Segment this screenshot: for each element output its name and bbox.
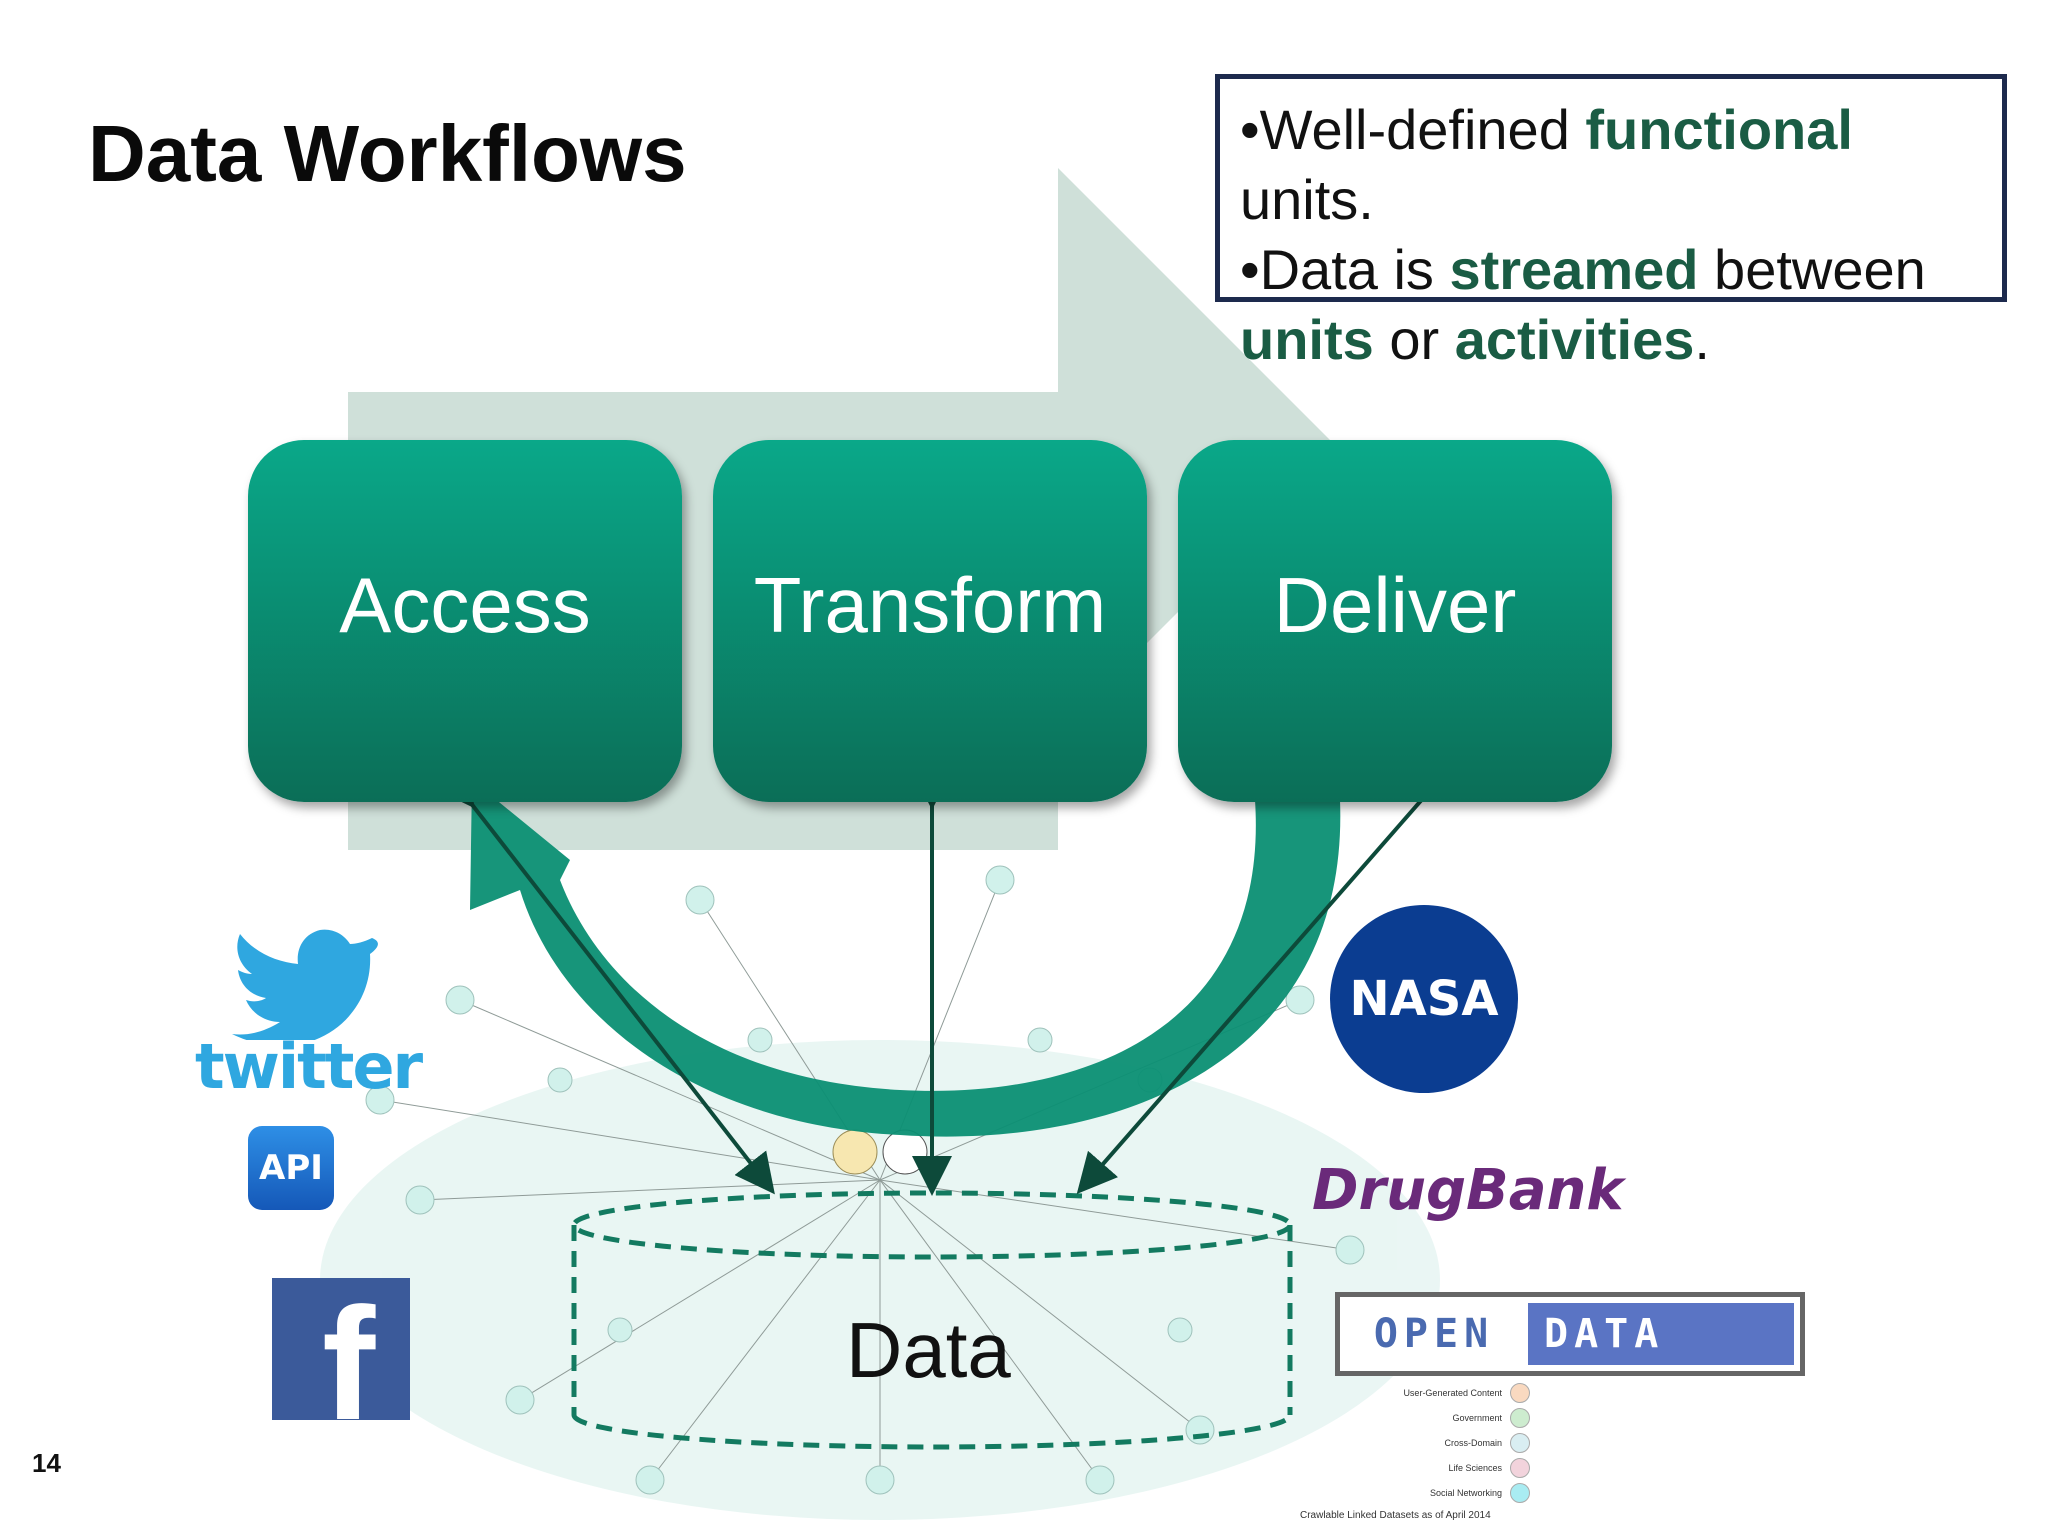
lod-legend-item: Cross-Domain bbox=[1300, 1430, 1530, 1455]
drugbank-logo: DrugBank bbox=[1312, 1158, 1624, 1223]
lod-legend-swatch bbox=[1510, 1482, 1530, 1503]
data-store-cylinder bbox=[571, 1190, 1293, 1450]
callout-box: •Well-defined functional units. •Data is… bbox=[1215, 74, 2007, 371]
open-data-logo: OPEN DATA bbox=[1335, 1292, 1805, 1376]
lod-legend-label: Government bbox=[1452, 1412, 1502, 1423]
lod-legend-label: Life Sciences bbox=[1448, 1462, 1502, 1473]
callout-line-3: units or activities. bbox=[1240, 308, 1710, 371]
lod-legend-swatch bbox=[1510, 1457, 1530, 1478]
twitter-bird-icon bbox=[232, 929, 378, 1040]
callout-line-2: •Data is streamed between bbox=[1240, 238, 1926, 301]
twitter-logo: twitter bbox=[195, 1030, 423, 1103]
lod-legend-swatch bbox=[1510, 1432, 1530, 1453]
nasa-logo: NASA bbox=[1330, 905, 1518, 1093]
lod-legend-item: Government bbox=[1300, 1405, 1530, 1430]
lod-legend-label: Cross-Domain bbox=[1444, 1437, 1502, 1448]
lod-legend-label: Social Networking bbox=[1429, 1487, 1502, 1498]
page-number: 14 bbox=[32, 1448, 61, 1478]
lod-legend-swatch bbox=[1510, 1382, 1530, 1403]
deliver-connector bbox=[1076, 750, 1469, 1195]
transform-box: Transform bbox=[713, 440, 1147, 802]
data-store-label: Data bbox=[846, 1306, 1011, 1394]
lod-legend-item: Life Sciences bbox=[1300, 1455, 1530, 1480]
deliver-box: Deliver bbox=[1178, 440, 1612, 802]
access-box: Access bbox=[248, 440, 682, 802]
api-icon: API bbox=[248, 1126, 334, 1210]
facebook-icon: f bbox=[272, 1278, 410, 1420]
lod-legend-item: User-Generated Content bbox=[1300, 1380, 1530, 1405]
lod-legend-swatch bbox=[1510, 1407, 1530, 1428]
lod-legend-caption: Crawlable Linked Datasets as of April 20… bbox=[1300, 1510, 1491, 1521]
callout-line-1: •Well-defined functional units. bbox=[1240, 98, 1853, 231]
lod-legend-label: User-Generated Content bbox=[1403, 1387, 1502, 1398]
access-connector bbox=[434, 764, 775, 1195]
slide-title: Data Workflows bbox=[88, 109, 687, 198]
lod-legend-item: Social Networking bbox=[1300, 1480, 1530, 1505]
